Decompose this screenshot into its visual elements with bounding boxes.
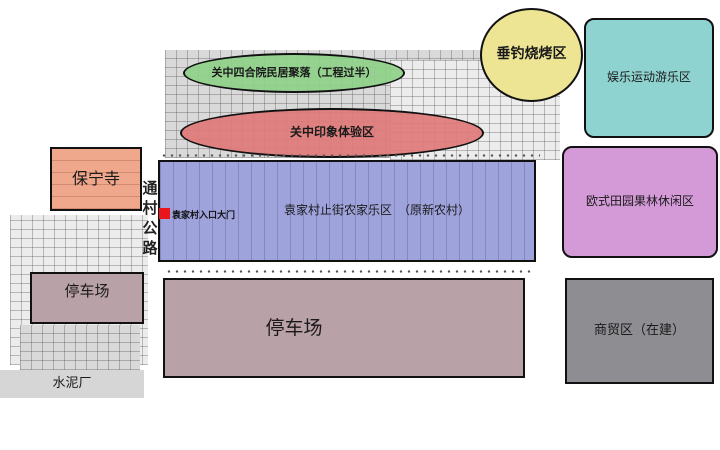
zone-commerce-under-construction[interactable]: 商贸区（在建） [565, 278, 714, 384]
zone-label: 关中印象体验区 [289, 125, 374, 140]
zone-guanzhong-impression[interactable]: 关中印象体验区 [180, 108, 484, 158]
zone-recreation[interactable]: 娱乐运动游乐区 [584, 18, 714, 138]
zone-label: 袁家村止街农家乐区 （原新农村） [283, 203, 470, 218]
zone-label: 停车场 [64, 281, 110, 300]
entrance-marker-icon[interactable] [159, 208, 170, 219]
zone-label: 欧式田园果林休闲区 [585, 194, 694, 209]
zone-cement-factory[interactable]: 水泥厂 [0, 370, 144, 398]
zone-orchard-leisure[interactable]: 欧式田园果林休闲区 [562, 146, 718, 258]
zone-label: 保宁寺 [71, 169, 120, 189]
zone-baoning-temple[interactable]: 保宁寺 [50, 147, 142, 211]
village-road-label: 通 村 公 路 [141, 178, 159, 258]
zone-parking-west[interactable]: 停车场 [30, 272, 144, 324]
zone-label: 水泥厂 [52, 375, 92, 391]
zone-farmhouse-street[interactable]: 袁家村止街农家乐区 （原新农村） [158, 160, 536, 262]
road-char: 公 [142, 219, 158, 237]
plan-background-west-block [20, 325, 140, 370]
zone-label: 停车场 [265, 316, 323, 339]
road-char: 村 [142, 199, 158, 217]
path-dots [165, 270, 535, 273]
zone-label: 商贸区（在建） [593, 322, 685, 338]
path-dots [160, 154, 540, 157]
zone-label: 垂钓烧烤区 [496, 46, 567, 63]
zone-parking-main[interactable]: 停车场 [163, 278, 525, 378]
zone-label: 关中四合院民居聚落（工程过半） [211, 65, 377, 79]
zone-label: 娱乐运动游乐区 [606, 70, 691, 85]
zone-siheyuan-residence[interactable]: 关中四合院民居聚落（工程过半） [183, 53, 405, 93]
road-char: 通 [142, 179, 158, 197]
entrance-gate-label: 袁家村入口大门 [172, 211, 236, 221]
zone-fishing-bbq[interactable]: 垂钓烧烤区 [480, 8, 583, 102]
road-char: 路 [142, 239, 158, 257]
